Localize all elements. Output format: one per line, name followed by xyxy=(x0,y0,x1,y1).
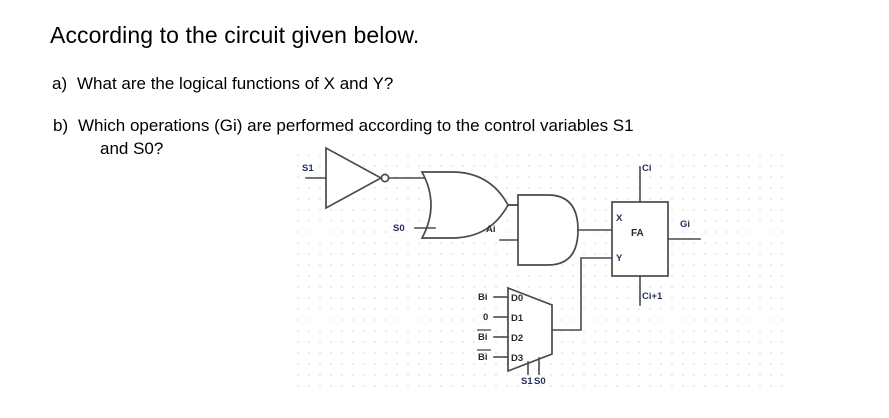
label-x: X xyxy=(616,213,623,224)
question-item-a: a) What are the logical functions of X a… xyxy=(52,72,393,95)
mux-select-label-s0: S0 xyxy=(534,376,546,387)
grid-background xyxy=(297,147,785,387)
or-gate xyxy=(420,171,509,239)
question-a-text: What are the logical functions of X and … xyxy=(77,74,394,93)
label-y: Y xyxy=(616,253,623,264)
page-title: According to the circuit given below. xyxy=(50,22,420,48)
multiplexer xyxy=(507,286,553,373)
wire-mux-to-y xyxy=(551,257,613,331)
label-ai: Ai xyxy=(486,224,496,235)
mux-input-value-d3: Bi xyxy=(478,352,488,363)
label-fa: FA xyxy=(631,228,644,239)
mux-data-label-d2: D2 xyxy=(511,333,523,344)
mux-data-label-d0: D0 xyxy=(511,293,523,304)
and-gate xyxy=(517,194,579,266)
label-gi: Gi xyxy=(680,219,690,230)
mux-data-label-d1: D1 xyxy=(511,313,524,324)
label-ci: Ci xyxy=(642,163,652,174)
mux-input-value-d2: Bi xyxy=(478,332,488,343)
question-b-marker: b) xyxy=(53,116,69,135)
mux-select-label-s1: S1 xyxy=(521,376,533,387)
question-a-marker: a) xyxy=(52,74,68,93)
mux-input-value-d1: 0 xyxy=(483,312,488,323)
question-b-text: Which operations (Gi) are performed acco… xyxy=(78,114,634,160)
label-s0: S0 xyxy=(393,223,405,234)
mux-data-label-d3: D3 xyxy=(511,353,523,364)
question-b-line1: Which operations (Gi) are performed acco… xyxy=(78,116,634,135)
question-b-line2: and S0? xyxy=(100,139,164,158)
full-adder-box xyxy=(611,201,669,277)
mux-input-value-d0: Bi xyxy=(478,292,488,303)
label-s1: S1 xyxy=(302,163,314,174)
label-ci-next: Ci+1 xyxy=(642,291,663,302)
question-item-b: b) Which operations (Gi) are performed a… xyxy=(53,114,634,160)
